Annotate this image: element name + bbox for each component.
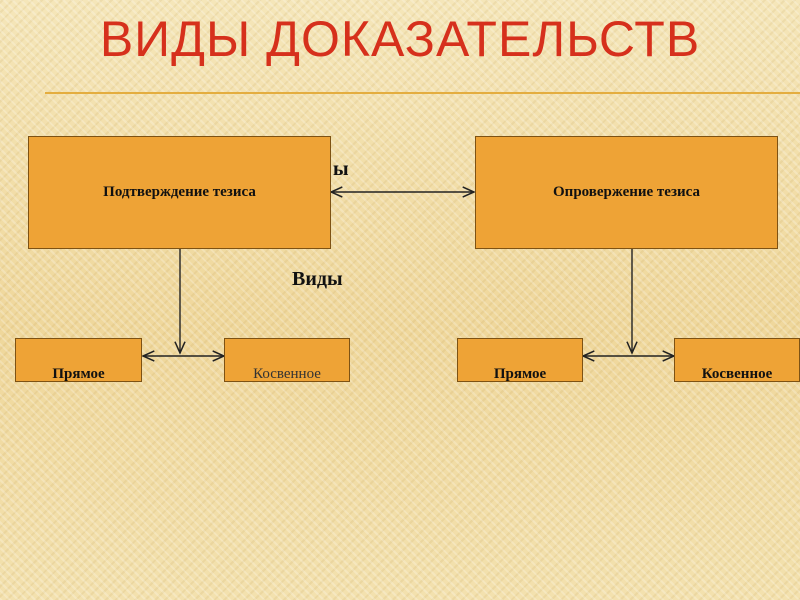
box-right-direct: Прямое: [457, 338, 583, 382]
box-right-indirect: Косвенное: [674, 338, 800, 382]
box-confirm-thesis: Подтверждение тезиса: [28, 136, 331, 249]
title-divider: [45, 92, 800, 94]
page-title: ВИДЫ ДОКАЗАТЕЛЬСТВ: [99, 11, 701, 67]
middle-label: Виды: [292, 268, 343, 290]
box-refute-thesis: Опровержение тезиса: [475, 136, 778, 249]
box-right-indirect-label: Косвенное: [701, 366, 773, 382]
box-left-direct-label: Прямое: [52, 366, 105, 382]
box-confirm-thesis-label: Подтверждение тезиса: [103, 184, 256, 200]
box-left-indirect-label: Косвенное: [253, 366, 321, 382]
box-refute-thesis-label: Опровержение тезиса: [553, 184, 700, 200]
box-left-direct: Прямое: [15, 338, 142, 382]
top-label-partial: ы: [333, 158, 349, 180]
box-left-indirect: Косвенное: [224, 338, 350, 382]
box-right-direct-label: Прямое: [493, 366, 547, 382]
